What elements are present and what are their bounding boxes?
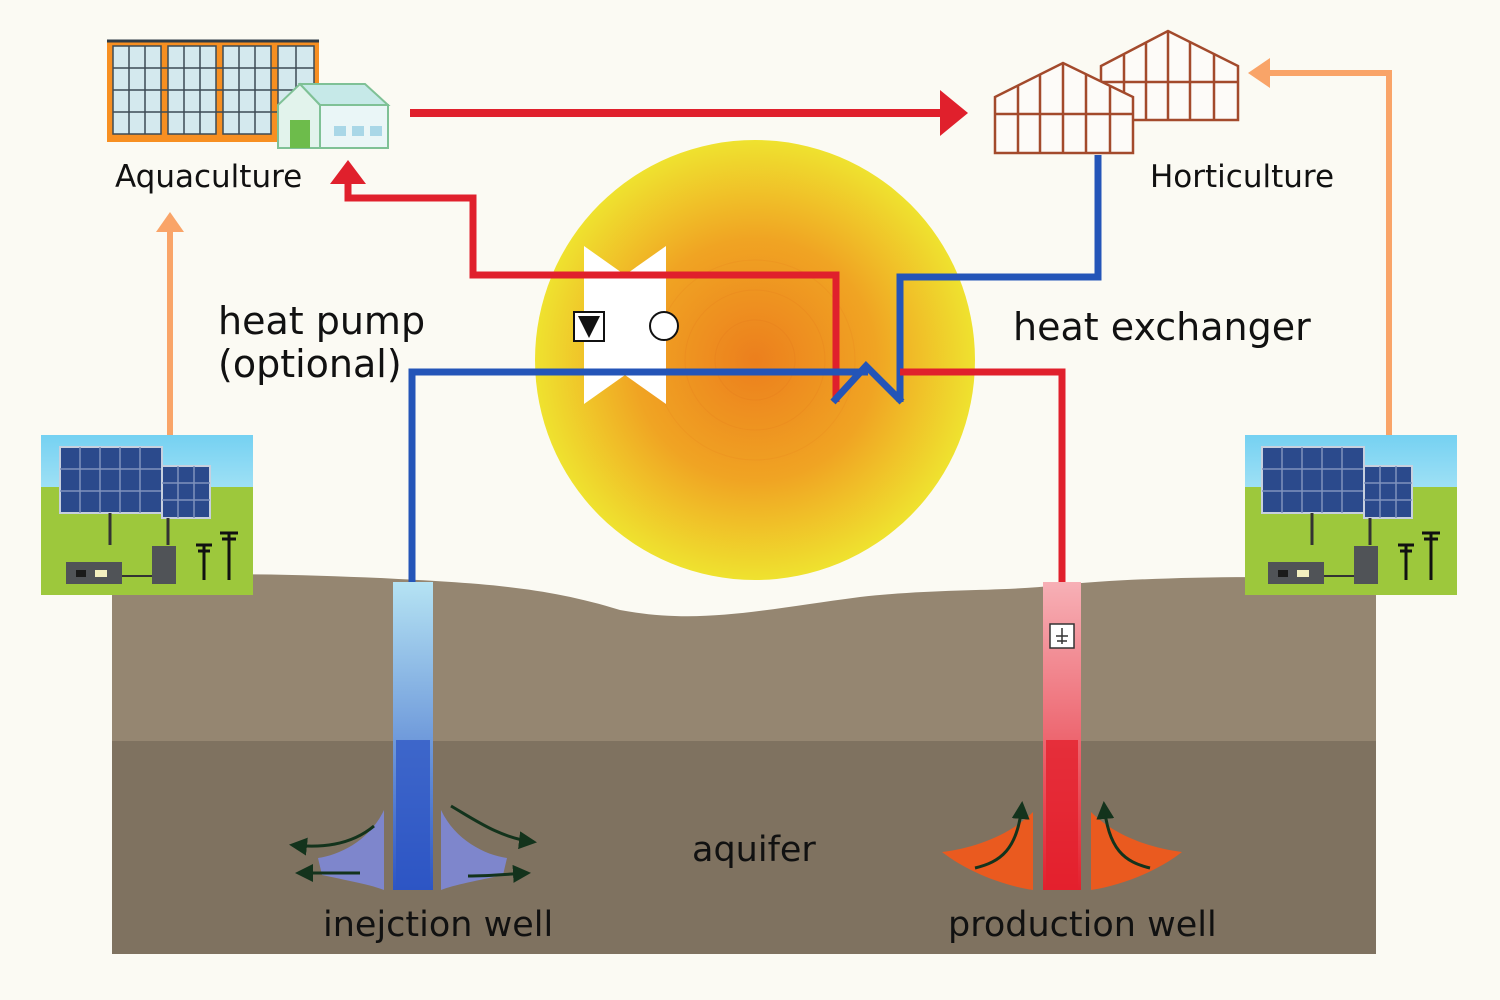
aquifer-label: aquifer [692, 830, 816, 870]
heat-exchanger-icon [830, 360, 905, 405]
production-well-icon [942, 582, 1182, 890]
red-arrow-right-icon [940, 90, 968, 136]
solar-panel-icon [41, 435, 253, 595]
injection-well-icon [289, 582, 537, 890]
aquifer-layer [112, 741, 1376, 954]
cold-pipe-from-horticulture [896, 155, 1102, 402]
aquaculture-label: Aquaculture [115, 159, 303, 195]
heat-pump-label: heat pump [218, 299, 426, 343]
heat-exchanger-label: heat exchanger [1013, 305, 1311, 349]
heat-pump-optional-label: (optional) [218, 342, 402, 386]
production-well-label: production well [948, 905, 1217, 945]
cold-pipe-to-injection [408, 368, 868, 582]
hot-pipe-from-production [900, 368, 1066, 582]
ground [112, 574, 1376, 954]
injection-well-label: inejction well [323, 905, 554, 945]
heat-pump-icon [573, 246, 679, 404]
valve-icon [649, 311, 679, 341]
solar-supply-right [1248, 58, 1392, 435]
hot-arrow-up-icon [330, 160, 366, 184]
hot-pipe-to-aquaculture [344, 178, 840, 402]
greenhouse-icon [277, 82, 391, 149]
apartment-building-icon [107, 39, 319, 142]
horticulture-label: Horticulture [1150, 159, 1335, 195]
solar-supply-left [156, 212, 184, 435]
sun-icon [535, 140, 975, 580]
solar-panel-icon [1245, 435, 1457, 595]
greenhouse-icon [993, 29, 1240, 155]
